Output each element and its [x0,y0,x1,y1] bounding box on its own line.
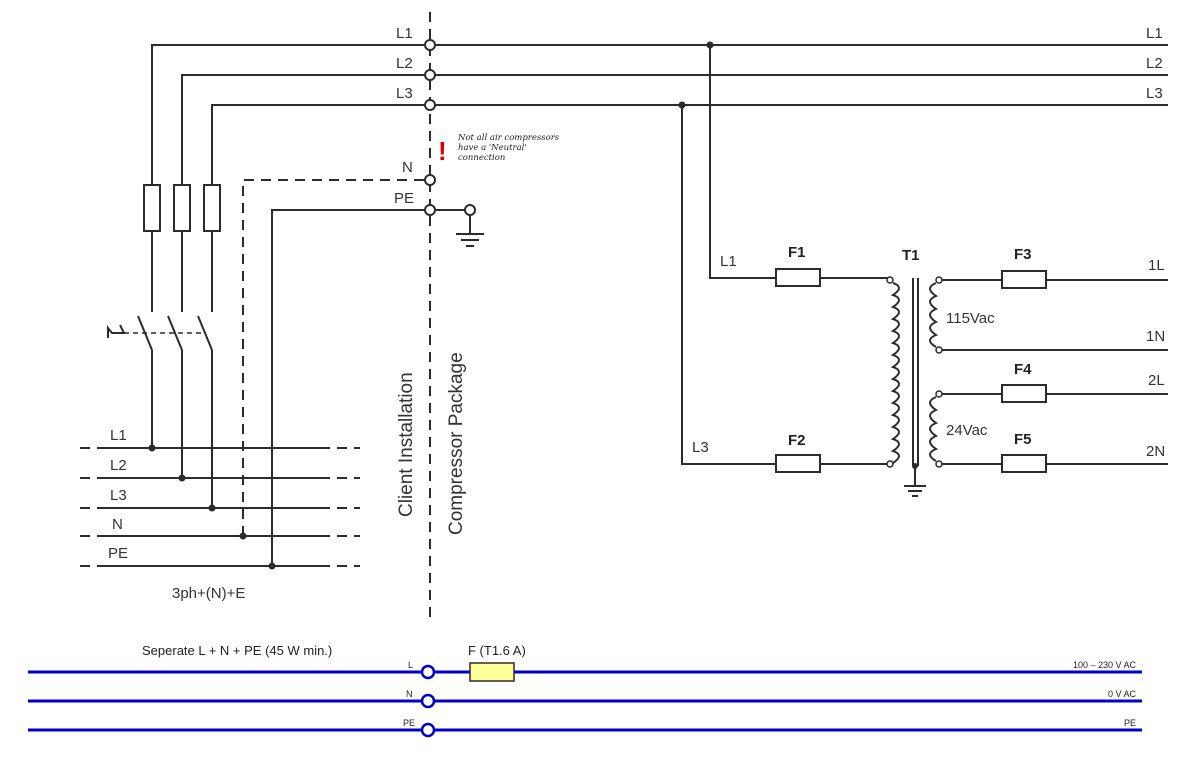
fuse-label-f3: F3 [1014,246,1032,263]
supply-bus [80,444,360,570]
warning-mark: ! [438,136,447,166]
terminal-label-n: N [402,159,413,176]
fuse-f5 [1001,454,1047,473]
client-installation-label: Client Installation [396,372,417,517]
wire-n-top [242,179,430,536]
fuse-label-f4: F4 [1014,361,1032,378]
transformer-secondary-115 [929,276,943,354]
separate-supply-fuse [469,662,515,682]
terminal-l2 [424,69,436,81]
terminal-label-l2: L2 [396,55,413,72]
blue-terminal-label-n: N [406,689,413,699]
blue-terminal-pe [420,722,436,738]
fuse-f1 [775,268,821,287]
terminal-n [424,174,436,186]
fuse-f4 [1001,384,1047,403]
fuse-l2 [173,184,191,232]
transformer-label: T1 [902,247,920,264]
blue-right-label-n: 0 V AC [1108,689,1137,699]
terminal-label-l3: L3 [396,85,413,102]
voltage-115-label: 115Vac [946,310,995,327]
compressor-package-label: Compressor Package [446,352,467,535]
supply-caption: 3ph+(N)+E [172,585,245,602]
right-label-l2: L2 [1146,55,1163,72]
note-line-1: Not all air compressors [457,133,560,143]
terminal-l3 [424,99,436,111]
output-label-2n: 2N [1146,443,1165,460]
separate-supply-fuse-label: F (T1.6 A) [468,643,526,658]
right-label-l3: L3 [1146,85,1163,102]
supply-label-pe: PE [108,545,128,562]
blue-terminal-l [420,664,436,680]
supply-label-l2: L2 [110,457,127,474]
output-label-2l: 2L [1148,372,1165,389]
fuse-f2 [775,454,821,473]
terminal-l1 [424,39,436,51]
supply-label-n: N [112,516,123,533]
blue-terminal-n [420,693,436,709]
voltage-24-label: 24Vac [946,422,988,439]
fuse-l3 [203,184,221,232]
blue-terminal-label-l: L [408,660,413,670]
supply-label-l3: L3 [110,487,127,504]
note-line-3: connection [458,153,505,163]
transformer-primary-coil [886,276,900,468]
fuse-f3 [1001,270,1047,289]
wire-l2-top [181,74,1168,478]
supply-label-l1: L1 [110,427,127,444]
terminal-label-l1: L1 [396,25,413,42]
fuse-label-f2: F2 [788,432,806,449]
fuse-label-f1: F1 [788,244,806,261]
primary-label-l3: L3 [692,439,709,456]
wire-l1-top [151,44,1168,448]
blue-right-label-pe: PE [1124,718,1136,728]
blue-terminal-label-pe: PE [403,718,415,728]
primary-wire-l3 [681,105,776,465]
primary-wire-l1 [709,45,776,279]
transformer-secondary-24 [929,390,943,468]
separate-supply-title: Seperate L + N + PE (45 W min.) [142,643,332,658]
output-label-1n: 1N [1146,328,1165,345]
isolator-switch [107,300,220,362]
fuse-l1 [143,184,161,232]
fuse-label-f5: F5 [1014,431,1032,448]
ground-terminal [464,204,476,216]
right-label-l1: L1 [1146,25,1163,42]
primary-label-l1: L1 [720,253,737,270]
output-label-1l: 1L [1148,257,1165,274]
terminal-pe [424,204,436,216]
terminal-label-pe: PE [394,190,414,207]
blue-right-label-l: 100 – 230 V AC [1073,660,1137,670]
note-line-2: have a 'Neutral' [458,143,527,153]
